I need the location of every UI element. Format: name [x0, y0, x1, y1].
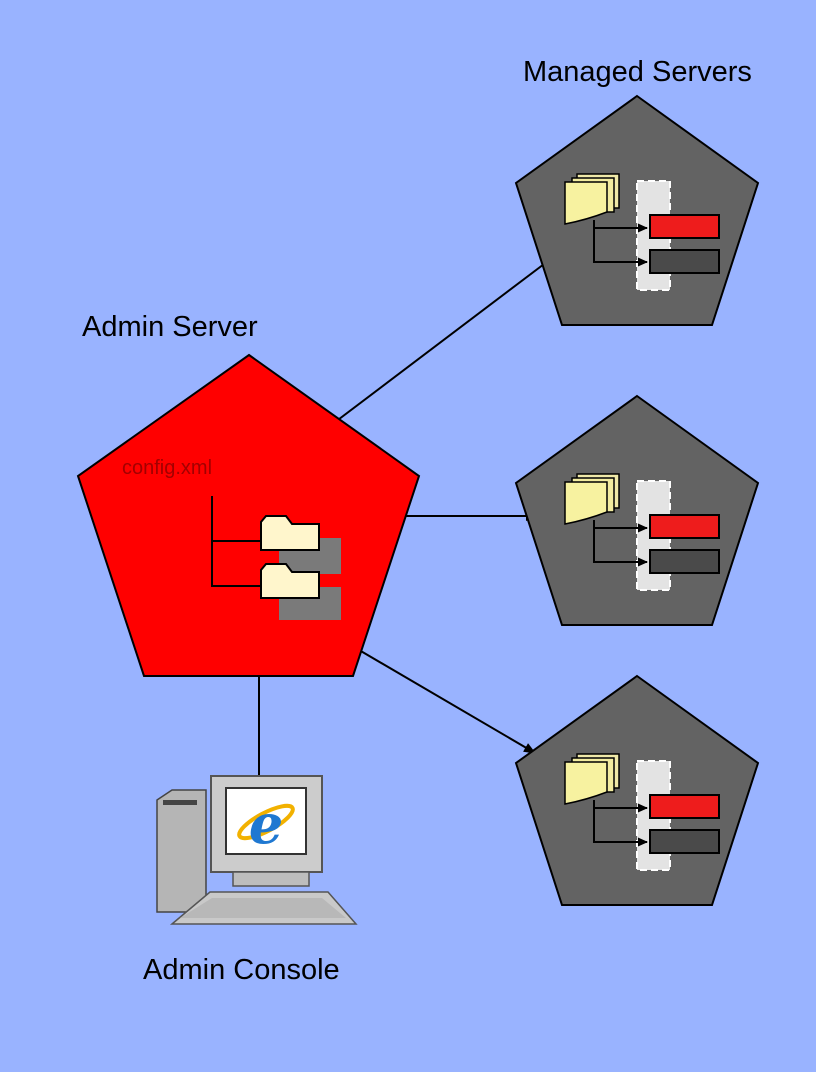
document-stack-icon — [564, 473, 620, 525]
config-tree — [211, 496, 262, 587]
managed-server-3 — [514, 674, 760, 906]
dark-module — [649, 549, 720, 574]
browser-glyph: e — [249, 792, 283, 856]
red-module — [649, 214, 720, 239]
desktop-computer-icon — [156, 775, 358, 925]
document-stack-icon — [564, 173, 620, 225]
dark-module — [649, 249, 720, 274]
dark-module — [649, 829, 720, 854]
admin-server-title: Admin Server — [82, 311, 258, 343]
red-module — [649, 794, 720, 819]
admin-console-title: Admin Console — [143, 954, 340, 986]
config-file-label: config.xml — [122, 457, 213, 479]
red-module — [649, 514, 720, 539]
document-stack-icon — [564, 753, 620, 805]
managed-servers-title: Managed Servers — [523, 56, 752, 88]
internet-explorer-icon: e — [237, 792, 295, 856]
arrow-to-managed-server-3 — [341, 639, 536, 754]
managed-server-1 — [514, 94, 760, 326]
monitor-screen — [225, 787, 307, 855]
managed-server-2 — [514, 394, 760, 626]
arrow-to-managed-server-1 — [317, 254, 557, 436]
folder-icon — [260, 563, 341, 620]
